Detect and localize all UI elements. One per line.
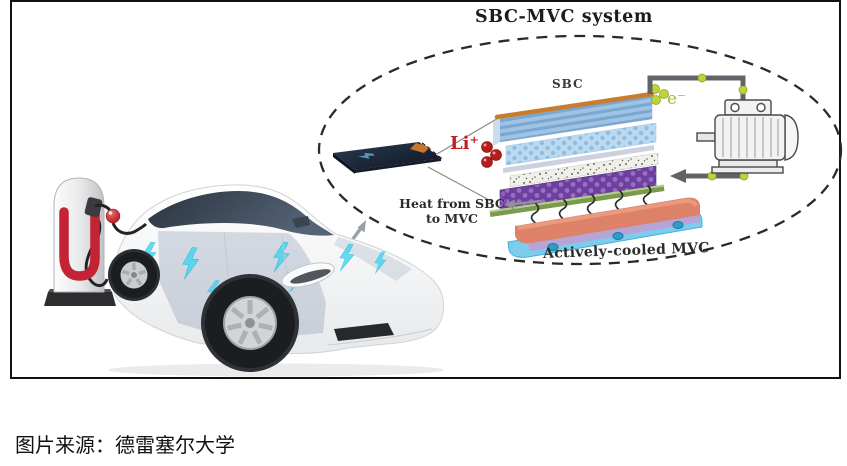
li-ion-spheres	[481, 141, 502, 168]
structural-battery-panel	[333, 141, 443, 174]
heat-transfer-label: Heat from SBC to MVC	[396, 196, 508, 226]
cathode-front-face	[505, 122, 657, 166]
spacer-layer	[503, 145, 654, 173]
system-boundary-ellipse	[317, 34, 843, 266]
heat-transfer-label-line2: to MVC	[426, 211, 478, 226]
sbc-label: SBC	[552, 77, 584, 91]
current-collector-top	[494, 91, 655, 120]
headlight	[281, 262, 335, 288]
image-caption: 图片来源：德雷塞尔大学	[15, 435, 235, 457]
charge-connector-ball	[105, 208, 121, 224]
ev-car	[108, 184, 444, 377]
current-collector-bottom	[489, 185, 665, 217]
side-mirror	[292, 216, 310, 228]
front-wheel	[201, 274, 299, 372]
figure-art	[44, 34, 843, 377]
heat-transfer-label-line1: Heat from SBC	[399, 196, 505, 211]
electron-dots	[650, 84, 669, 105]
car-glass	[148, 191, 334, 236]
charger-red-loop	[59, 201, 100, 281]
charging-station	[44, 177, 148, 306]
heat-flow-arrow	[504, 199, 542, 210]
mvc-cooling-plates	[507, 197, 703, 258]
separator-layer	[509, 152, 659, 188]
callout-lines	[427, 116, 501, 202]
battery-stack	[489, 91, 665, 217]
rear-wheel	[108, 249, 160, 301]
diagram-title: SBC-MVC system	[475, 7, 653, 27]
electron-label: e⁻	[667, 89, 687, 109]
electric-motor-icon	[696, 99, 799, 174]
li-ion-label: Li⁺	[450, 133, 479, 154]
